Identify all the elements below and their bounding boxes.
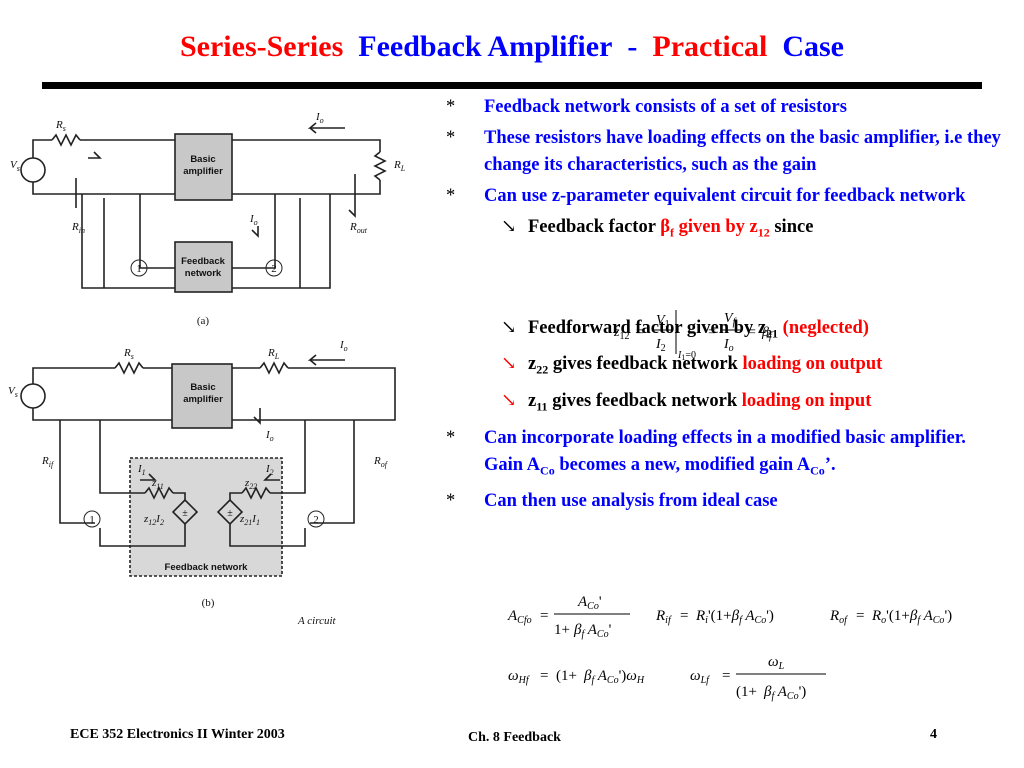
dep-source-2-sign: ± — [227, 508, 233, 519]
label-Rs-a: Rs — [55, 119, 66, 133]
bullet-2: *These resistors have loading effects on… — [446, 128, 1001, 175]
footer-course: ECE 352 Electronics II Winter 2003 — [70, 727, 285, 742]
node-1-a: 1 — [136, 263, 142, 275]
svg-text:βf: βf — [761, 325, 773, 342]
svg-text:I1=0: I1=0 — [677, 350, 696, 362]
basic-amp-a-line1: Basic — [190, 154, 215, 165]
label-Rof: Rof — [373, 455, 389, 469]
svg-text:(1+: (1+ — [736, 684, 757, 700]
svg-text:Rif: Rif — [655, 608, 672, 626]
svg-text:=: = — [540, 608, 548, 624]
svg-text:=: = — [748, 325, 756, 340]
svg-text:I2: I2 — [655, 337, 666, 354]
svg-text:ACo': ACo' — [577, 594, 602, 612]
svg-text:βf ACo'): βf ACo') — [763, 684, 806, 702]
label-z22: z22 — [244, 477, 257, 491]
svg-text:Ro'(1+βf ACo'): Ro'(1+βf ACo') — [871, 608, 952, 626]
label-I1: I1 — [137, 463, 146, 477]
svg-text:Rof: Rof — [829, 608, 848, 626]
svg-text:=: = — [856, 608, 864, 624]
svg-text:Vf: Vf — [724, 311, 737, 328]
svg-text:=: = — [636, 325, 644, 340]
svg-text:=: = — [722, 668, 730, 684]
svg-text:Ri'(1+βf ACo'): Ri'(1+βf ACo') — [695, 608, 774, 626]
slide-title: Series-Series Feedback Amplifier - Pract… — [0, 30, 1024, 64]
bullet-4: *Can incorporate loading effects in a mo… — [446, 427, 966, 478]
title-dash: - — [627, 30, 638, 63]
label-RL-a: RL — [393, 159, 406, 173]
label-Io-fb-b: Io — [265, 429, 274, 443]
svg-text:βf ACo': βf ACo' — [573, 622, 612, 640]
basic-amp-a-line2: amplifier — [183, 166, 223, 177]
label-z21I1: z21I1 — [239, 513, 260, 527]
label-z12I2: z12I2 — [143, 513, 164, 527]
label-Vs-a: Vs — [10, 159, 20, 173]
svg-text:βf ACo')ωH: βf ACo')ωH — [583, 668, 645, 686]
svg-text:ωHf: ωHf — [508, 668, 530, 686]
sub-bullet-z11: ↘z11 gives feedback network loading on i… — [501, 391, 872, 414]
a-circuit-note: A circuit — [297, 615, 337, 627]
bullet-list: *Feedback network consists of a set of r… — [446, 94, 1006, 519]
label-z11: z11 — [151, 477, 164, 491]
label-Io-b: Io — [339, 339, 348, 353]
node-1-b: 1 — [89, 514, 95, 526]
sub-bullet-feedforward: ↘Feedforward factor given by z21 (neglec… — [501, 317, 869, 341]
equations-gains: ACfo = ACo' 1+ βf ACo' Rif = Ri'(1+βf AC… — [507, 594, 952, 702]
svg-text:ωL: ωL — [768, 654, 785, 672]
label-Rout: Rout — [349, 221, 368, 235]
svg-text:V1: V1 — [656, 313, 670, 330]
svg-text:ωLf: ωLf — [690, 668, 710, 686]
svg-text:1+: 1+ — [554, 622, 570, 638]
label-Io-fb-a: Io — [249, 213, 258, 227]
equation-z12: z12 = V1 I2 I1=0 = Vf Io = βf — [613, 310, 773, 362]
svg-text:Io: Io — [723, 337, 734, 354]
sub-bullet-feedback-factor: ↘Feedback factor βf given by z12 since — [501, 217, 814, 240]
bullet-3: *Can use z-parameter equivalent circuit … — [446, 186, 966, 206]
bullet-1: *Feedback network consists of a set of r… — [446, 97, 847, 117]
svg-text:ACfo: ACfo — [507, 608, 532, 626]
svg-text:(1+: (1+ — [556, 668, 577, 684]
footer-page-number: 4 — [930, 727, 937, 742]
svg-text:=: = — [540, 668, 548, 684]
caption-a: (a) — [197, 315, 210, 327]
bullet-5: *Can then use analysis from ideal case — [446, 491, 778, 512]
title-part1: Series-Series — [179, 30, 344, 63]
label-Rs-b: Rs — [123, 347, 134, 361]
label-I2: I2 — [265, 463, 274, 477]
label-Rin: Rin — [71, 221, 85, 235]
caption-b: (b) — [202, 597, 215, 609]
node-2-b: 2 — [313, 514, 319, 526]
label-Vs-b: Vs — [8, 385, 18, 399]
feedback-network-b-label: Feedback network — [165, 562, 249, 573]
title-part2: Feedback Amplifier — [358, 30, 613, 63]
title-part3: Practical — [652, 30, 768, 63]
sub-bullet-z22: ↘z22 gives feedback network loading on o… — [501, 354, 883, 378]
footer-chapter: Ch. 8 Feedback — [468, 730, 561, 745]
svg-text:=: = — [708, 325, 716, 340]
label-Rif: Rif — [41, 455, 55, 469]
svg-text:z12: z12 — [613, 325, 629, 342]
title-part4: Case — [782, 30, 844, 63]
node-2-a: 2 — [271, 263, 277, 275]
svg-text:=: = — [680, 608, 688, 624]
label-RL-b: RL — [267, 347, 280, 361]
dep-source-1-sign: ± — [182, 508, 188, 519]
title-divider — [42, 82, 982, 89]
label-Io-a: Io — [315, 111, 324, 125]
